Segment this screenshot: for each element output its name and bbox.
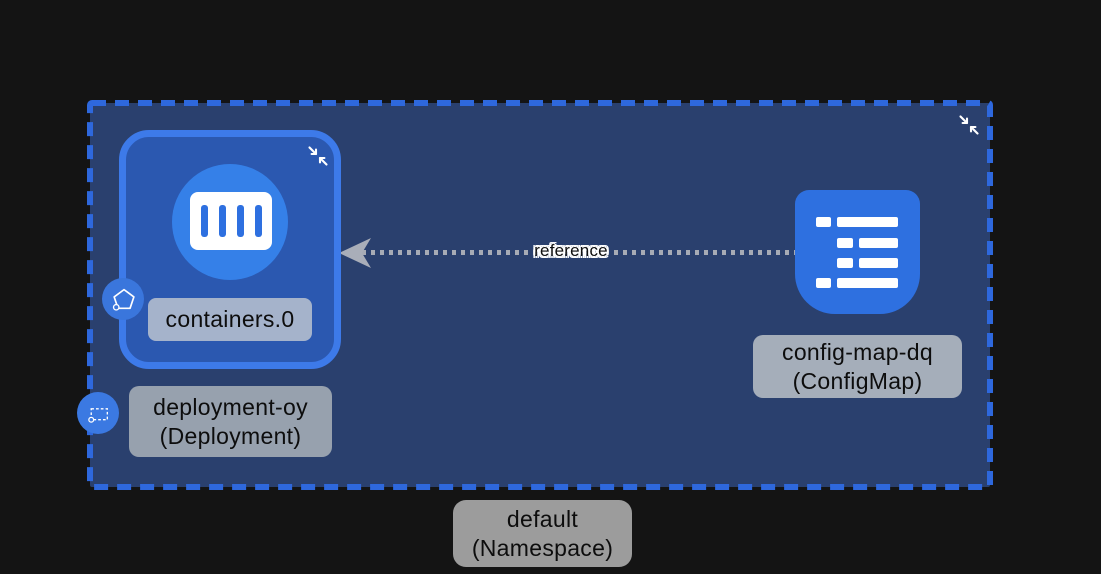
configmap-node[interactable] — [795, 190, 920, 314]
edge-label: reference — [534, 241, 608, 260]
collapse-icon[interactable] — [956, 112, 982, 138]
edge-arrowhead-icon — [339, 238, 371, 268]
namespace-name: default — [506, 505, 579, 532]
deployment-label: deployment-oy (Deployment) — [129, 386, 332, 457]
reference-edge-line — [362, 250, 796, 255]
namespace-label: default (Namespace) — [453, 500, 632, 567]
configmap-label: config-map-dq (ConfigMap) — [753, 335, 962, 398]
configmap-name: config-map-dq — [782, 338, 933, 365]
deployment-kind: (Deployment) — [159, 422, 302, 449]
pentagon-pod-icon — [102, 278, 144, 320]
container-label: containers.0 — [148, 298, 312, 341]
container-bars-icon — [190, 192, 272, 250]
configmap-kind: (ConfigMap) — [792, 367, 923, 394]
dashed-rect-namespace-icon — [77, 392, 119, 434]
collapse-icon[interactable] — [305, 143, 331, 169]
configmap-list-icon — [816, 217, 898, 227]
namespace-kind: (Namespace) — [471, 534, 614, 561]
deployment-name: deployment-oy — [153, 393, 308, 420]
